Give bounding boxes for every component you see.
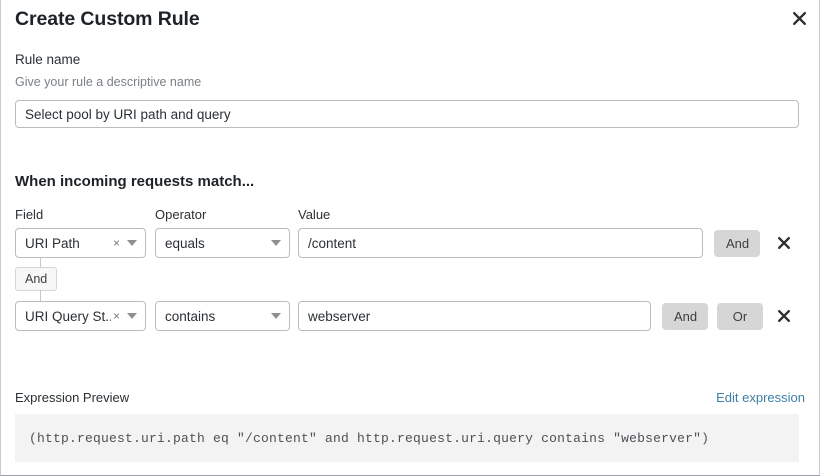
clear-icon[interactable]: × <box>112 309 120 323</box>
rule-name-label: Rule name <box>15 52 81 67</box>
column-header-operator: Operator <box>155 207 207 222</box>
field-select-2-label: URI Query St... <box>25 308 111 324</box>
condition-row: URI Path × equals And <box>1 228 819 258</box>
expression-preview-text: (http.request.uri.path eq "/content" and… <box>29 430 710 446</box>
operator-select-2[interactable]: contains <box>155 301 290 331</box>
delete-condition-icon-1[interactable] <box>773 232 795 254</box>
match-section-heading: When incoming requests match... <box>15 173 255 190</box>
chevron-down-icon[interactable] <box>271 313 281 319</box>
operator-select-1[interactable]: equals <box>155 228 290 258</box>
operator-select-1-label: equals <box>165 235 205 251</box>
close-icon[interactable] <box>788 7 810 29</box>
connector-line-bottom <box>40 290 41 301</box>
operator-select-2-label: contains <box>165 308 216 324</box>
expression-preview-box: (http.request.uri.path eq "/content" and… <box>15 414 799 462</box>
column-header-value: Value <box>298 207 331 222</box>
or-button-row-2[interactable]: Or <box>717 303 763 330</box>
field-select-2[interactable]: URI Query St... × <box>15 301 146 331</box>
clear-icon[interactable]: × <box>112 236 120 250</box>
chevron-down-icon[interactable] <box>271 240 281 246</box>
and-button-row-2[interactable]: And <box>662 303 708 330</box>
field-select-1-label: URI Path <box>25 235 80 251</box>
chevron-down-icon[interactable] <box>127 240 137 246</box>
value-input-1[interactable] <box>298 228 703 258</box>
rule-name-help-text: Give your rule a descriptive name <box>15 75 202 89</box>
expression-preview-label: Expression Preview <box>15 390 130 405</box>
connector-and-badge[interactable]: And <box>15 267 58 291</box>
delete-condition-icon-2[interactable] <box>773 305 795 327</box>
and-button-row-1[interactable]: And <box>714 230 760 257</box>
value-input-2[interactable] <box>298 301 651 331</box>
connector-line-top <box>40 258 41 268</box>
column-header-field: Field <box>15 207 44 222</box>
rule-name-input[interactable] <box>15 100 799 128</box>
field-select-1[interactable]: URI Path × <box>15 228 146 258</box>
chevron-down-icon[interactable] <box>127 313 137 319</box>
condition-row: URI Query St... × contains And Or <box>1 301 819 331</box>
edit-expression-link[interactable]: Edit expression <box>716 390 805 405</box>
dialog-title: Create Custom Rule <box>15 8 200 30</box>
